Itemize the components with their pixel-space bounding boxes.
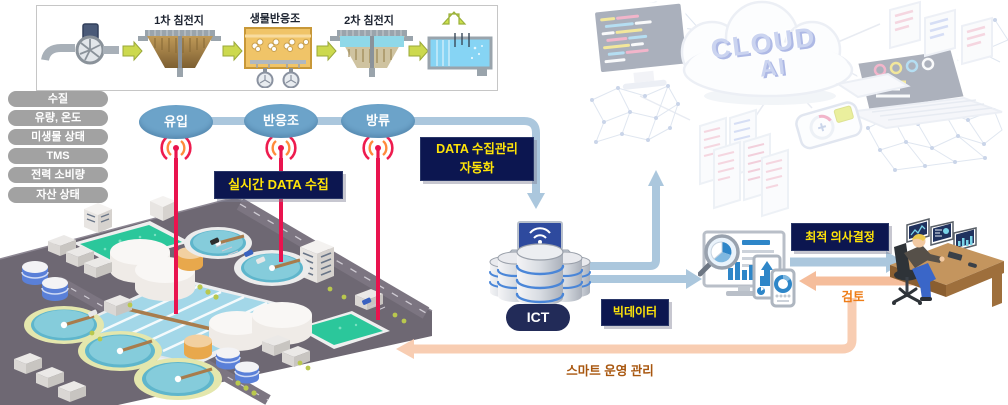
clarifier-tanks	[24, 227, 310, 400]
antenna-icon	[265, 135, 297, 162]
plant-illustration	[0, 196, 433, 405]
smart-ops-label: 스마트 운영 관리	[566, 364, 654, 378]
data-flow-arrow	[176, 117, 545, 209]
parameter-pill-flow-temp: 유량, 온도	[8, 110, 108, 126]
cloud-shape	[680, 0, 854, 105]
vehicles	[88, 237, 386, 317]
process-graphics	[41, 11, 493, 88]
office-chair	[892, 243, 922, 305]
ict-server-cluster	[489, 221, 591, 306]
antenna-icon	[160, 135, 192, 162]
parameter-pill-water-quality: 수질	[8, 91, 108, 107]
decision-badge: 최적 의사결정	[791, 223, 889, 251]
feedback-arrow	[396, 298, 857, 359]
bushes	[89, 284, 407, 396]
tablet-icon	[835, 72, 911, 99]
phone-chart-icon	[770, 268, 796, 308]
decision-arrow	[790, 251, 904, 273]
review-arrow	[799, 271, 918, 291]
operator-person	[904, 233, 945, 301]
green-pool-right	[296, 311, 390, 349]
bigdata-badge: 빅데이터	[601, 299, 669, 326]
parameter-pill-power: 전력 소비량	[8, 167, 108, 183]
server-towers-mid-icon	[699, 108, 789, 218]
server-stack-icon	[489, 243, 591, 306]
bigdata-arrow	[586, 269, 702, 289]
review-label: 검토	[841, 290, 865, 304]
realtime-data-collection-badge: 실시간 DATA 수집	[214, 171, 343, 199]
stage-label-primary: 1차 침전지	[154, 15, 204, 27]
discharge-tank-icon	[427, 11, 493, 76]
data-auto-badge: DATA 수집관리 자동화	[420, 137, 534, 181]
antenna-icon	[362, 135, 394, 162]
small-tanks	[21, 247, 260, 384]
pump-icon	[41, 23, 119, 65]
bioreactor-icon	[244, 27, 312, 88]
secondary-clarifier-icon	[330, 30, 413, 77]
server-towers-top-icon	[889, 0, 993, 66]
ict-to-cloud-arrow	[586, 170, 664, 270]
operator-workstation-icon	[890, 218, 1004, 307]
magnifier-pie-icon	[698, 234, 740, 277]
treatment-process-panel: 1차 침전지 생물반응조 2차 침전지	[36, 5, 498, 91]
parameter-pill-microbe: 미생물 상태	[8, 129, 108, 145]
parameter-pill-tms: TMS	[8, 148, 108, 164]
parameter-pill-asset: 자산 상태	[8, 187, 108, 203]
sensor-node-inflow: 유입	[139, 105, 213, 139]
stage-label-bioreactor: 생물반응조	[249, 13, 301, 25]
storage-tanks	[110, 239, 312, 351]
data-auto-line2: 자동화	[459, 161, 495, 175]
stage-label-secondary: 2차 침전지	[344, 15, 394, 27]
code-monitor-icon	[591, 0, 691, 90]
sensor-node-reactor: 반응조	[244, 104, 318, 138]
primary-clarifier-icon	[138, 30, 221, 77]
sensor-node-outflow: 방류	[341, 104, 415, 138]
ict-badge: ICT	[506, 304, 570, 331]
phone-icon	[795, 101, 863, 150]
data-auto-line1: DATA 수집관리	[436, 142, 518, 156]
analytics-dashboard-icon	[698, 230, 796, 308]
